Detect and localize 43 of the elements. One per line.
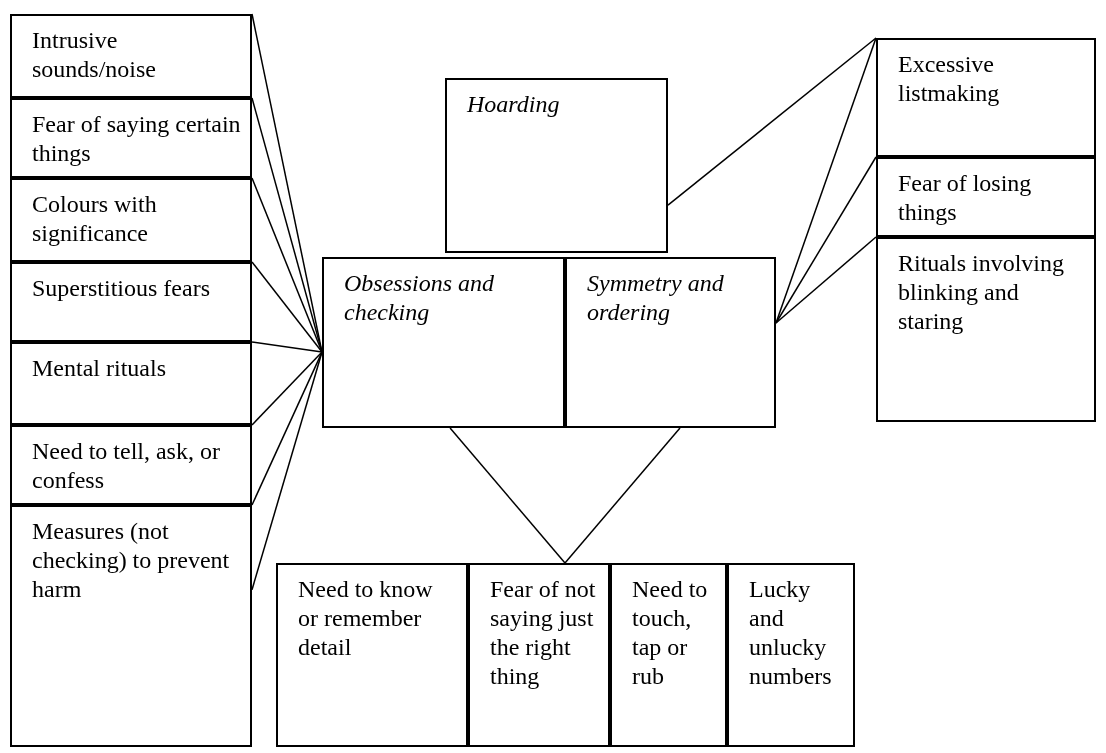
connector-line [667, 37, 877, 206]
category-box [445, 78, 668, 253]
box-text: Intrusive sounds/noise [32, 26, 157, 84]
connector-line [251, 261, 323, 353]
connector-line [775, 156, 877, 324]
box-text: Symmetry and ordering [587, 269, 725, 327]
category-box [322, 257, 565, 428]
category-box [876, 38, 1096, 157]
category-box [468, 563, 610, 747]
box-text: Mental rituals [32, 354, 167, 383]
category-box [10, 98, 252, 178]
box-text: Fear of losing things [898, 169, 1033, 227]
box-text: Colours with significance [32, 190, 158, 248]
box-text: Fear of not saying just the right thing [490, 575, 597, 691]
connector-line [251, 341, 323, 353]
box-text: Rituals involving blinking and staring [898, 249, 1065, 336]
connector-line [564, 427, 681, 564]
category-box [10, 342, 252, 425]
box-text: Measures (not checking) to prevent harm [32, 517, 231, 604]
box-text: Obsessions and checking [344, 269, 495, 327]
category-box [10, 14, 252, 98]
category-box [727, 563, 855, 747]
connector-line [251, 351, 323, 426]
connector-line [449, 427, 566, 564]
box-text: Hoarding [467, 90, 561, 119]
category-box [876, 237, 1096, 422]
box-text: Need to touch, tap or rub [632, 575, 709, 691]
category-box [276, 563, 468, 747]
category-box [10, 425, 252, 505]
box-text: Fear of saying certain things [32, 110, 242, 168]
box-text: Superstitious fears [32, 274, 211, 303]
category-box [876, 157, 1096, 237]
box-text: Need to know or remember detail [298, 575, 434, 662]
category-box [10, 178, 252, 262]
box-text: Excessive listmaking [898, 50, 1001, 108]
category-box [10, 505, 252, 747]
connector-line [775, 236, 877, 324]
connector-line [251, 177, 323, 353]
box-text: Lucky and unlucky numbers [749, 575, 833, 691]
category-box [610, 563, 727, 747]
box-text: Need to tell, ask, or confess [32, 437, 221, 495]
category-box [565, 257, 776, 428]
category-box [10, 262, 252, 342]
